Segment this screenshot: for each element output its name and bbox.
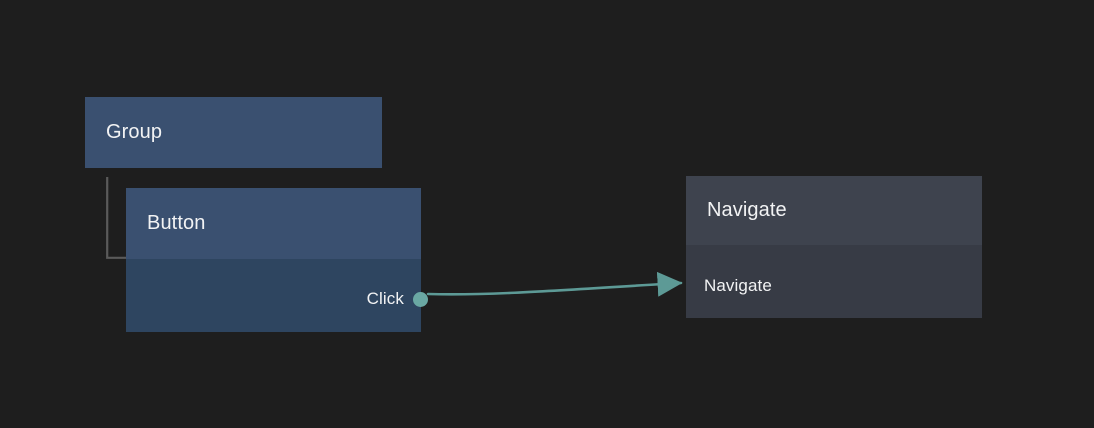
output-port-click-label: Click bbox=[366, 289, 404, 308]
edge-click-to-navigate[interactable] bbox=[426, 271, 683, 297]
node-group-header[interactable]: Group bbox=[85, 97, 382, 168]
node-button-header[interactable]: Button bbox=[126, 188, 421, 259]
node-navigate[interactable]: Navigate Navigate bbox=[686, 176, 982, 318]
tree-hierarchy-bracket bbox=[106, 177, 128, 259]
node-button-title: Button bbox=[147, 212, 206, 234]
output-port-click-dot[interactable] bbox=[413, 291, 428, 307]
node-button[interactable]: Button Click bbox=[126, 188, 428, 332]
input-port-navigate-label: Navigate bbox=[704, 276, 772, 295]
node-navigate-body: Navigate bbox=[686, 245, 982, 318]
input-port-navigate[interactable]: Navigate bbox=[704, 275, 772, 297]
node-navigate-title: Navigate bbox=[707, 199, 787, 221]
node-button-body: Click bbox=[126, 259, 428, 332]
node-navigate-header[interactable]: Navigate bbox=[686, 176, 982, 245]
node-group-title: Group bbox=[106, 121, 163, 143]
output-port-click[interactable]: Click bbox=[367, 288, 428, 310]
node-group[interactable]: Group bbox=[85, 97, 382, 168]
